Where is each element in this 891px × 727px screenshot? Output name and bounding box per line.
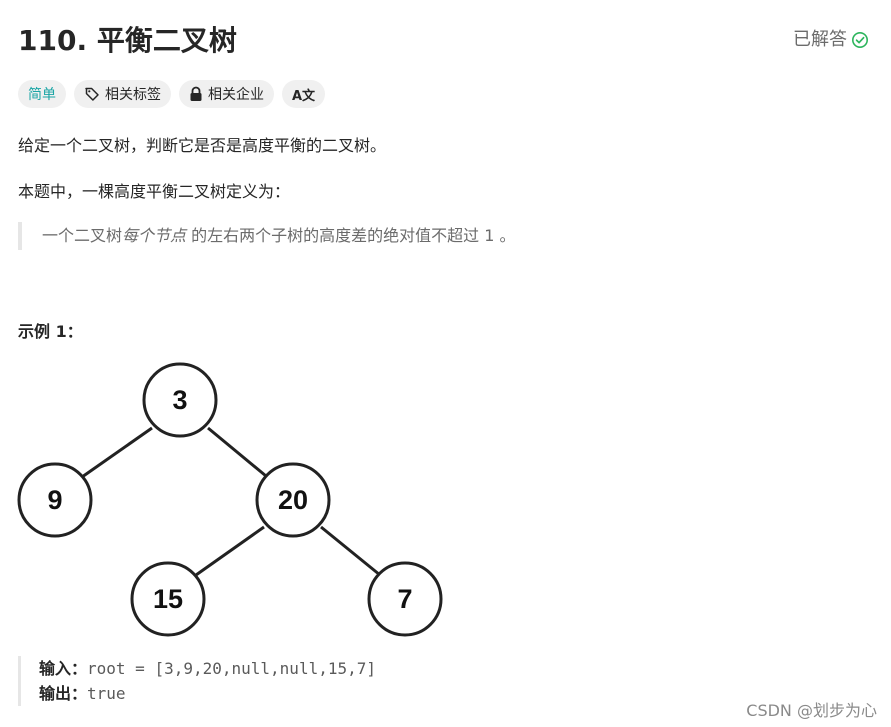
solved-label: 已解答 [793,29,847,50]
description-line-2: 本题中，一棵高度平衡二叉树定义为： [18,182,291,201]
tree-node-15 [130,561,206,637]
tree-node-label: 15 [153,584,183,614]
example-input-row: 输入：root = [3,9,20,null,null,15,7] [39,656,376,681]
quote-text-a: 一个二叉树 [42,226,123,245]
related-tags-button[interactable]: 相关标签 [74,80,171,108]
tree-node-3 [142,362,218,438]
related-companies-label: 相关企业 [208,87,264,103]
binary-tree-diagram: 3 9 20 15 7 [17,362,443,637]
description-line-1: 给定一个二叉树，判断它是否是高度平衡的二叉树。 [18,136,387,155]
related-tags-label: 相关标签 [105,87,161,103]
example-output-row: 输出：true [39,681,376,706]
tag-icon [84,86,100,102]
edge-20-7 [320,525,381,577]
output-value: true [87,684,126,703]
quote-emphasis: 每个节点 [122,226,187,245]
tree-node-20 [255,462,331,538]
example-title: 示例 1： [18,322,83,341]
tree-node-7 [367,561,443,637]
check-circle-icon [851,31,869,49]
problem-tags: 简单 相关标签 相关企业 A文 [18,80,326,108]
lock-icon [189,86,203,102]
input-label: 输入： [39,659,88,678]
quote-text-b: 的左右两个子树的高度差的绝对值不超过 1 。 [186,226,516,245]
definition-quote: 一个二叉树每个节点 的左右两个子树的高度差的绝对值不超过 1 。 [18,222,515,250]
tree-node-label: 9 [47,485,62,515]
difficulty-badge: 简单 [18,80,66,108]
csdn-watermark: CSDN @划步为心 [746,701,877,720]
edge-3-9 [81,426,153,479]
output-label: 输出： [39,684,88,703]
tree-node-label: 7 [397,584,412,614]
translate-icon: A文 [292,88,316,104]
example-io-block: 输入：root = [3,9,20,null,null,15,7] 输出：tru… [18,656,376,706]
related-companies-button[interactable]: 相关企业 [179,80,274,108]
edge-20-15 [195,525,265,577]
solved-status: 已解答 [793,28,869,52]
input-value: root = [3,9,20,null,null,15,7] [87,659,376,678]
tree-node-label: 3 [172,385,187,415]
problem-title: 110. 平衡二叉树 [18,24,237,57]
edge-3-20 [207,426,267,478]
tree-node-label: 20 [278,485,308,515]
translate-button[interactable]: A文 [282,80,326,108]
difficulty-label: 简单 [28,87,56,103]
tree-node-9 [17,462,93,538]
